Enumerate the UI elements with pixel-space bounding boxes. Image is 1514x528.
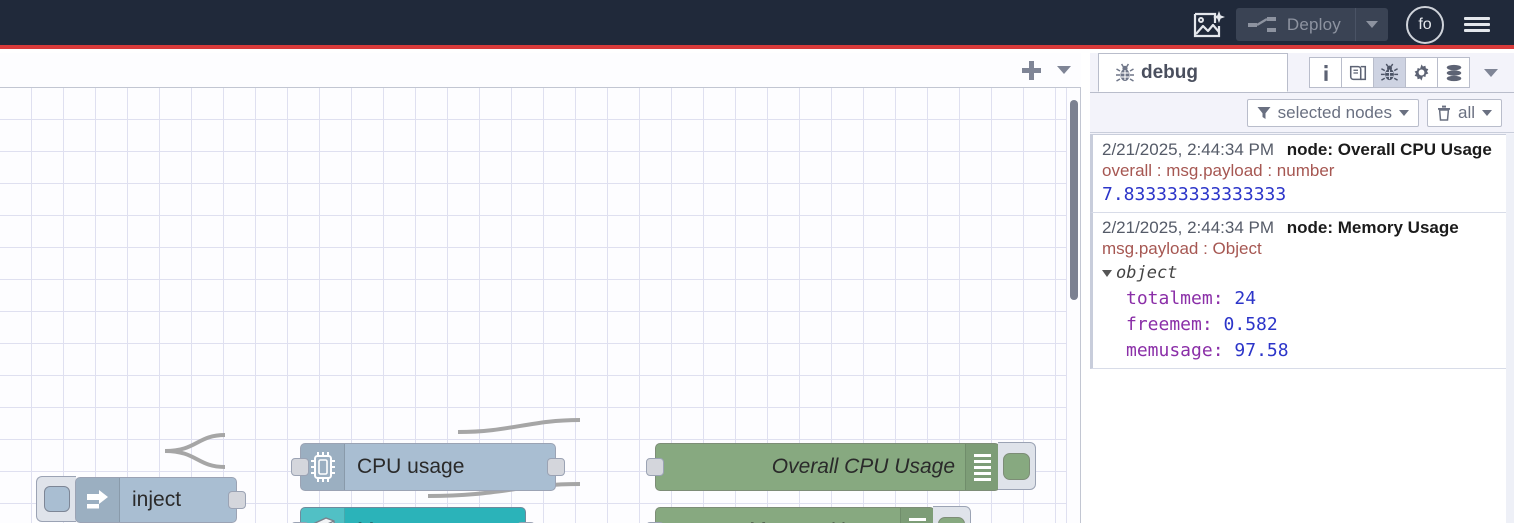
bottom-strip	[0, 523, 1514, 528]
bug-icon	[1380, 63, 1399, 81]
tab-debug-label: debug	[1141, 61, 1198, 83]
deploy-main[interactable]: Deploy	[1236, 8, 1356, 41]
sidebar-more-button[interactable]	[1476, 57, 1506, 88]
debug-message-source: node: Overall CPU Usage	[1286, 140, 1492, 159]
debug-property-value: 97.58	[1234, 340, 1289, 361]
node-cpu-usage-input-port[interactable]	[291, 458, 309, 476]
debug-property-key: freemem:	[1126, 314, 1213, 335]
clear-messages-button[interactable]: all	[1426, 98, 1502, 127]
debug-property-key: totalmem:	[1126, 288, 1224, 309]
debug-property-value: 24	[1234, 288, 1257, 309]
debug-property-value: 0.582	[1223, 314, 1278, 335]
canvas-vertical-scrollbar[interactable]	[1066, 88, 1080, 528]
node-debug-overall-cpu-usage-label: Overall CPU Usage	[771, 455, 955, 478]
sidebar-button-help[interactable]	[1341, 57, 1374, 88]
debug-message-source: node: Memory Usage	[1286, 218, 1459, 237]
debug-object-label: object	[1116, 263, 1178, 283]
avatar[interactable]: fo	[1406, 5, 1444, 44]
filter-selected-nodes-label: selected nodes	[1277, 102, 1392, 122]
deploy-label: Deploy	[1286, 14, 1341, 34]
debug-object-root[interactable]: object	[1102, 263, 1506, 283]
chevron-down-icon	[1398, 109, 1409, 116]
debug-object-property: freemem: 0.582	[1102, 314, 1506, 335]
tabbar-actions	[1021, 53, 1071, 87]
trash-icon	[1437, 105, 1450, 121]
debug-message-header: 2/21/2025, 2:44:34 PM node: Overall CPU …	[1102, 140, 1506, 160]
debug-message-time: 2/21/2025, 2:44:34 PM	[1102, 140, 1275, 159]
node-debug-overall-cpu-usage-body[interactable]: Overall CPU Usage	[655, 443, 1000, 491]
debug-object-property: memusage: 97.58	[1102, 340, 1506, 361]
deploy-dropdown-button[interactable]	[1356, 8, 1388, 41]
add-flow-icon[interactable]	[1021, 60, 1041, 80]
deploy-icon	[1247, 16, 1276, 32]
chevron-down-icon[interactable]	[1057, 66, 1071, 74]
sidebar-button-debug[interactable]	[1373, 57, 1406, 88]
clear-messages-label: all	[1457, 102, 1475, 122]
debug-message-list[interactable]: 2/21/2025, 2:44:34 PM node: Overall CPU …	[1090, 134, 1514, 528]
app-header: Deploy fo	[0, 0, 1514, 49]
inject-trigger-button[interactable]	[36, 476, 76, 522]
node-inject-label: inject	[132, 488, 182, 511]
deploy-button[interactable]: Deploy	[1235, 8, 1388, 41]
node-cpu-usage-body[interactable]: CPU usage	[300, 443, 556, 491]
debug-message-header: 2/21/2025, 2:44:34 PM node: Memory Usage	[1102, 218, 1506, 238]
debug-message-value: 7.833333333333333	[1102, 184, 1287, 205]
node-inject-body[interactable]: inject	[75, 477, 237, 523]
chevron-down-icon	[1482, 109, 1492, 116]
node-cpu-usage-output-port[interactable]	[547, 458, 565, 476]
debug-property-key: memusage:	[1126, 340, 1224, 361]
debug-message-topic: msg.payload : Object	[1102, 239, 1262, 258]
header-actions: Deploy fo	[1182, 0, 1500, 49]
book-icon	[1349, 65, 1366, 80]
debug-message-time: 2/21/2025, 2:44:34 PM	[1102, 218, 1275, 237]
node-debug-overall-cpu-usage-input-port[interactable]	[646, 458, 664, 476]
node-cpu-usage-label: CPU usage	[357, 455, 465, 478]
workspace: inject	[0, 53, 1081, 528]
database-icon	[1446, 64, 1461, 81]
node-inject[interactable]: inject	[36, 476, 246, 523]
canvas-scrollbar-thumb[interactable]	[1070, 100, 1078, 300]
filter-selected-nodes-button[interactable]: selected nodes	[1246, 98, 1419, 127]
sidebar-button-context[interactable]	[1437, 57, 1470, 88]
flow-canvas[interactable]: inject	[0, 88, 1066, 528]
sidebar-tabbar: debug	[1090, 53, 1514, 93]
debug-message[interactable]: 2/21/2025, 2:44:34 PM node: Overall CPU …	[1090, 135, 1514, 213]
node-debug-overall-cpu-usage-enable-button[interactable]	[998, 442, 1036, 490]
sidebar-toolbar	[1309, 57, 1506, 88]
image-sparkle-icon[interactable]	[1182, 0, 1236, 49]
node-cpu-usage[interactable]: CPU usage	[291, 443, 565, 491]
debug-object-property: totalmem: 24	[1102, 288, 1506, 309]
hamburger-menu-icon[interactable]	[1454, 0, 1500, 49]
chevron-down-icon	[1366, 21, 1378, 28]
debug-message[interactable]: 2/21/2025, 2:44:34 PM node: Memory Usage…	[1090, 213, 1514, 369]
sidebar-button-info[interactable]	[1309, 57, 1342, 88]
chevron-down-icon	[1484, 68, 1498, 77]
debug-stripes-icon	[965, 444, 999, 490]
flow-tabbar	[0, 53, 1081, 88]
node-debug-overall-cpu-usage[interactable]: Overall CPU Usage	[646, 442, 1036, 491]
sidebar-button-config[interactable]	[1405, 57, 1438, 88]
debug-panel-scrollbar[interactable]	[1506, 134, 1514, 528]
inject-trigger-inner	[43, 486, 70, 512]
gear-icon	[1414, 64, 1429, 81]
triangle-down-icon[interactable]	[1102, 269, 1112, 277]
sidebar: debug	[1090, 53, 1514, 528]
node-debug-memory-usage-enable-button[interactable]	[933, 506, 971, 528]
debug-filter-row: selected nodes all	[1090, 93, 1514, 133]
tab-debug[interactable]: debug	[1098, 53, 1288, 92]
debug-message-topic: overall : msg.payload : number	[1102, 161, 1335, 180]
arrow-right-icon	[76, 478, 120, 522]
info-icon	[1323, 64, 1328, 81]
bug-icon	[1116, 63, 1134, 82]
filter-icon	[1257, 106, 1271, 119]
node-inject-output-port[interactable]	[228, 491, 246, 509]
